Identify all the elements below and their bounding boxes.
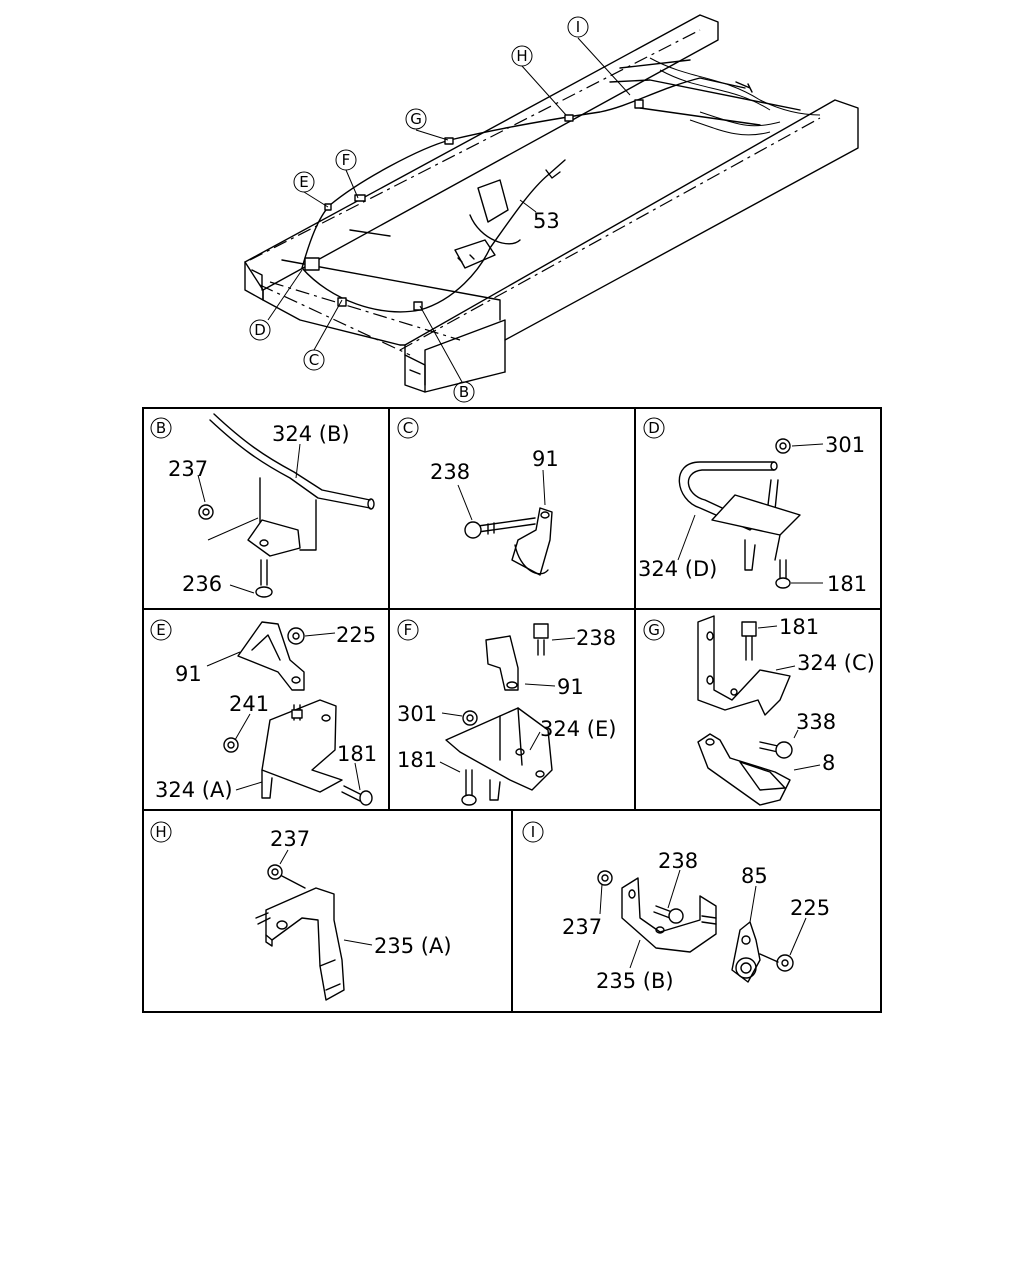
label-236: 236 <box>182 572 222 596</box>
callout-E-text: E <box>299 173 308 191</box>
callout-E: E <box>293 171 315 193</box>
label-238: 238 <box>576 626 616 650</box>
callout-B-text: B <box>459 383 469 401</box>
label-91: 91 <box>532 447 559 471</box>
callout-I-text: I <box>576 18 580 36</box>
label-91: 91 <box>175 662 202 686</box>
label-238: 238 <box>430 460 470 484</box>
label-225: 225 <box>336 623 376 647</box>
panel-F: F 238 91 301 324 (E) 181 <box>397 619 616 806</box>
callout-G-text: G <box>410 110 422 128</box>
panel-B: B 324 (B) 237 236 <box>150 413 375 598</box>
callout-D: D <box>249 319 271 341</box>
label-338: 338 <box>796 710 836 734</box>
callout-H-text: H <box>516 47 527 65</box>
callout-C: C <box>303 349 325 371</box>
label-235B: 235 (B) <box>596 969 674 993</box>
label-324D: 324 (D) <box>638 557 717 581</box>
callout-F: F <box>335 149 357 171</box>
panel-C: C 238 91 <box>397 417 559 576</box>
label-324B: 324 (B) <box>272 422 350 446</box>
chassis-frame-overview <box>244 14 859 393</box>
callout-C-text: C <box>309 351 319 369</box>
panel-E-letter: E <box>156 621 165 639</box>
label-181: 181 <box>337 742 377 766</box>
callout-B: B <box>453 381 475 403</box>
label-238: 238 <box>658 849 698 873</box>
callout-D-text: D <box>254 321 266 339</box>
label-181: 181 <box>397 748 437 772</box>
panel-D: D 301 324 (D) 181 <box>638 417 867 596</box>
detail-grid-frame <box>142 407 882 1013</box>
label-301: 301 <box>397 702 437 726</box>
label-324A: 324 (A) <box>155 778 233 802</box>
label-181: 181 <box>827 572 867 596</box>
part-label-53: 53 <box>533 209 560 233</box>
panel-D-letter: D <box>648 419 660 437</box>
panel-C-letter: C <box>403 419 413 437</box>
panel-F-letter: F <box>404 621 413 639</box>
panel-E: E 225 91 241 181 324 (A) <box>150 619 377 806</box>
panel-H: H 237 235 (A) <box>150 821 452 1001</box>
panel-H-letter: H <box>155 823 166 841</box>
label-85: 85 <box>741 864 768 888</box>
label-235A: 235 (A) <box>374 934 452 958</box>
callout-I: I <box>567 16 589 38</box>
label-324C: 324 (C) <box>797 651 875 675</box>
panel-G: G 181 324 (C) 338 8 <box>643 615 875 806</box>
label-237: 237 <box>562 915 602 939</box>
label-324E: 324 (E) <box>540 717 616 741</box>
label-237: 237 <box>168 457 208 481</box>
label-8: 8 <box>822 751 835 775</box>
label-301: 301 <box>825 433 865 457</box>
label-181: 181 <box>779 615 819 639</box>
panel-G-letter: G <box>648 621 660 639</box>
overview-callouts: I H G F E D C B 53 <box>249 16 589 403</box>
label-237: 237 <box>270 827 310 851</box>
label-91: 91 <box>557 675 584 699</box>
panel-B-letter: B <box>156 419 166 437</box>
callout-F-text: F <box>342 151 351 169</box>
label-225: 225 <box>790 896 830 920</box>
panel-I: I 238 85 225 237 235 (B) <box>522 821 830 993</box>
callout-G: G <box>405 108 427 130</box>
panel-I-letter: I <box>531 823 535 841</box>
callout-H: H <box>511 45 533 67</box>
label-241: 241 <box>229 692 269 716</box>
